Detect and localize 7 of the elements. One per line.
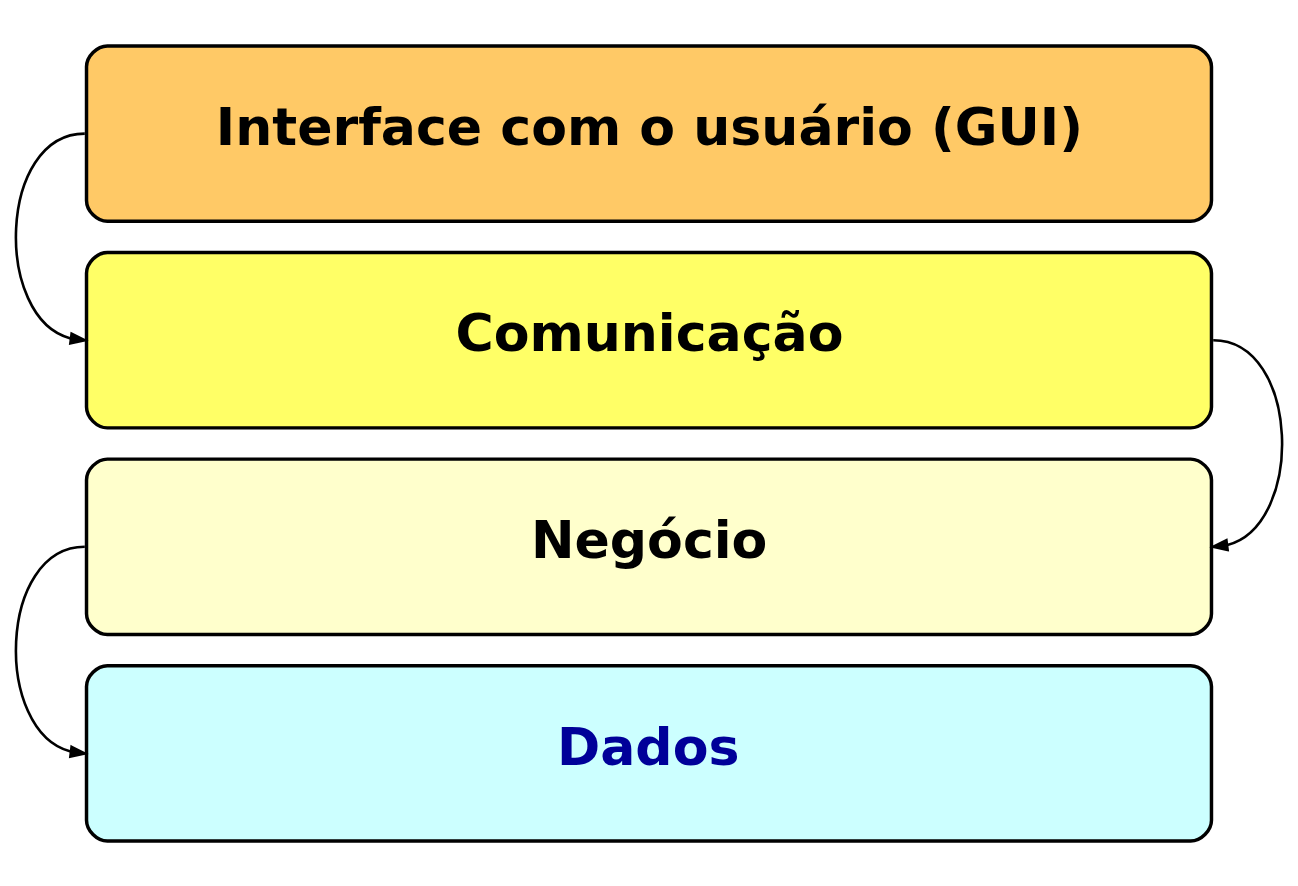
node-box: Interface com o usuário (GUI) — [84, 43, 1214, 223]
node-box: Comunicação — [84, 250, 1214, 430]
arrow — [14, 131, 89, 345]
arrow — [1209, 338, 1284, 552]
node-box: Negócio — [84, 456, 1214, 636]
node-box: Dados — [84, 663, 1214, 843]
arrow — [14, 545, 89, 758]
